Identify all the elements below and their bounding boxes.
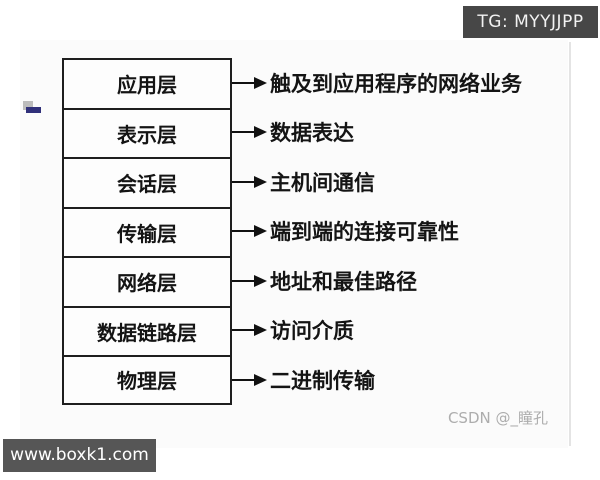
layer-description-label: 地址和最佳路径 bbox=[270, 269, 417, 294]
layer-name-label: 数据链路层 bbox=[97, 320, 197, 345]
arrow-line bbox=[232, 230, 254, 233]
layer-box: 网络层 bbox=[62, 256, 232, 306]
arrow-line bbox=[232, 279, 254, 282]
arrow-right-icon bbox=[254, 126, 267, 139]
layer-description-label: 端到端的连接可靠性 bbox=[270, 220, 459, 245]
osi-layers-diagram: 应用层 触及到应用程序的网络业务 表示层 数据表达 会话层 主机间通信 bbox=[62, 58, 522, 405]
arrow-line bbox=[232, 131, 254, 134]
website-watermark-badge: www.boxk1.com bbox=[3, 439, 156, 472]
layer-box: 表示层 bbox=[62, 107, 232, 157]
arrow-line bbox=[232, 329, 254, 332]
layer-box: 传输层 bbox=[62, 206, 232, 256]
layer-row: 物理层 二进制传输 bbox=[62, 355, 522, 405]
layer-name-label: 网络层 bbox=[117, 271, 177, 296]
layer-row: 数据链路层 访问介质 bbox=[62, 305, 522, 355]
layer-row: 网络层 地址和最佳路径 bbox=[62, 256, 522, 306]
layer-description-label: 二进制传输 bbox=[270, 368, 375, 393]
layer-name-label: 应用层 bbox=[117, 73, 177, 98]
layer-description-label: 主机间通信 bbox=[270, 170, 375, 195]
cursor-navy-dash bbox=[26, 107, 41, 113]
arrow-line bbox=[232, 81, 254, 84]
layer-box: 数据链路层 bbox=[62, 305, 232, 355]
layer-row: 传输层 端到端的连接可靠性 bbox=[62, 206, 522, 256]
csdn-watermark: CSDN @_瞳孔 bbox=[447, 409, 548, 427]
arrow-line bbox=[232, 180, 254, 183]
layer-box: 应用层 bbox=[62, 58, 232, 108]
arrow-right-icon bbox=[254, 225, 267, 238]
arrow-right-icon bbox=[254, 76, 267, 89]
telegram-watermark-badge: TG: MYYJJPP bbox=[463, 6, 598, 38]
layer-row: 表示层 数据表达 bbox=[62, 107, 522, 157]
layer-description-label: 触及到应用程序的网络业务 bbox=[270, 71, 522, 96]
layer-name-label: 表示层 bbox=[117, 122, 177, 147]
text-cursor-mark bbox=[23, 101, 41, 113]
layer-name-label: 传输层 bbox=[117, 221, 177, 246]
page-edge-divider bbox=[569, 42, 571, 446]
arrow-right-icon bbox=[254, 324, 267, 337]
arrow-right-icon bbox=[254, 175, 267, 188]
layer-name-label: 物理层 bbox=[117, 369, 177, 394]
arrow-right-icon bbox=[254, 373, 267, 386]
arrow-right-icon bbox=[254, 274, 267, 287]
cursor-gray-block bbox=[23, 101, 33, 110]
layer-box: 会话层 bbox=[62, 157, 232, 207]
layer-name-label: 会话层 bbox=[117, 172, 177, 197]
layer-description-label: 访问介质 bbox=[270, 319, 354, 344]
layer-description-label: 数据表达 bbox=[270, 121, 354, 146]
layer-box: 物理层 bbox=[62, 355, 232, 405]
layer-row: 应用层 触及到应用程序的网络业务 bbox=[62, 58, 522, 108]
layer-row: 会话层 主机间通信 bbox=[62, 157, 522, 207]
arrow-line bbox=[232, 378, 254, 381]
